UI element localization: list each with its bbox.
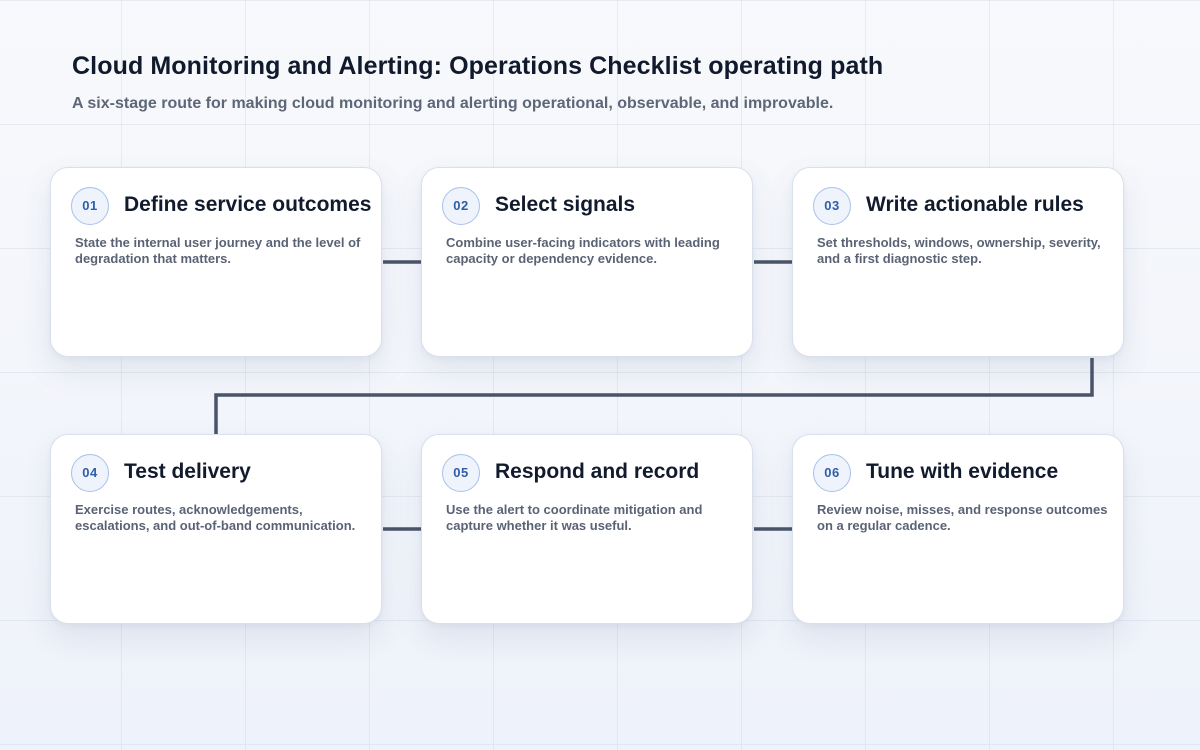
- step-number-badge: 02: [442, 187, 480, 225]
- step-card-06: 06 Tune with evidence Review noise, miss…: [792, 434, 1124, 624]
- step-title: Respond and record: [495, 460, 700, 483]
- step-card-02: 02 Select signals Combine user-facing in…: [421, 167, 753, 357]
- step-number-badge: 06: [813, 454, 851, 492]
- step-description: Combine user-facing indicators with lead…: [446, 235, 720, 266]
- step-number-badge: 04: [71, 454, 109, 492]
- step-number-badge: 05: [442, 454, 480, 492]
- step-card-03: 03 Write actionable rules Set thresholds…: [792, 167, 1124, 357]
- page-title: Cloud Monitoring and Alerting: Operation…: [72, 52, 884, 80]
- connector-03-04: [214, 358, 1094, 434]
- step-title: Test delivery: [124, 460, 251, 483]
- step-card-05: 05 Respond and record Use the alert to c…: [421, 434, 753, 624]
- step-title: Tune with evidence: [866, 460, 1059, 483]
- step-description: State the internal user journey and the …: [75, 235, 361, 266]
- step-number-badge: 01: [71, 187, 109, 225]
- step-description: Use the alert to coordinate mitigation a…: [446, 502, 703, 533]
- page-subtitle: A six-stage route for making cloud monit…: [72, 95, 834, 112]
- step-title: Select signals: [495, 193, 636, 216]
- step-description: Exercise routes, acknowledgements, escal…: [75, 502, 356, 533]
- step-number-badge: 03: [813, 187, 851, 225]
- step-card-01: 01 Define service outcomes State the int…: [50, 167, 382, 357]
- step-title: Define service outcomes: [124, 193, 372, 216]
- step-card-04: 04 Test delivery Exercise routes, acknow…: [50, 434, 382, 624]
- step-title: Write actionable rules: [866, 193, 1084, 216]
- step-description: Set thresholds, windows, ownership, seve…: [817, 235, 1101, 266]
- step-description: Review noise, misses, and response outco…: [817, 502, 1108, 533]
